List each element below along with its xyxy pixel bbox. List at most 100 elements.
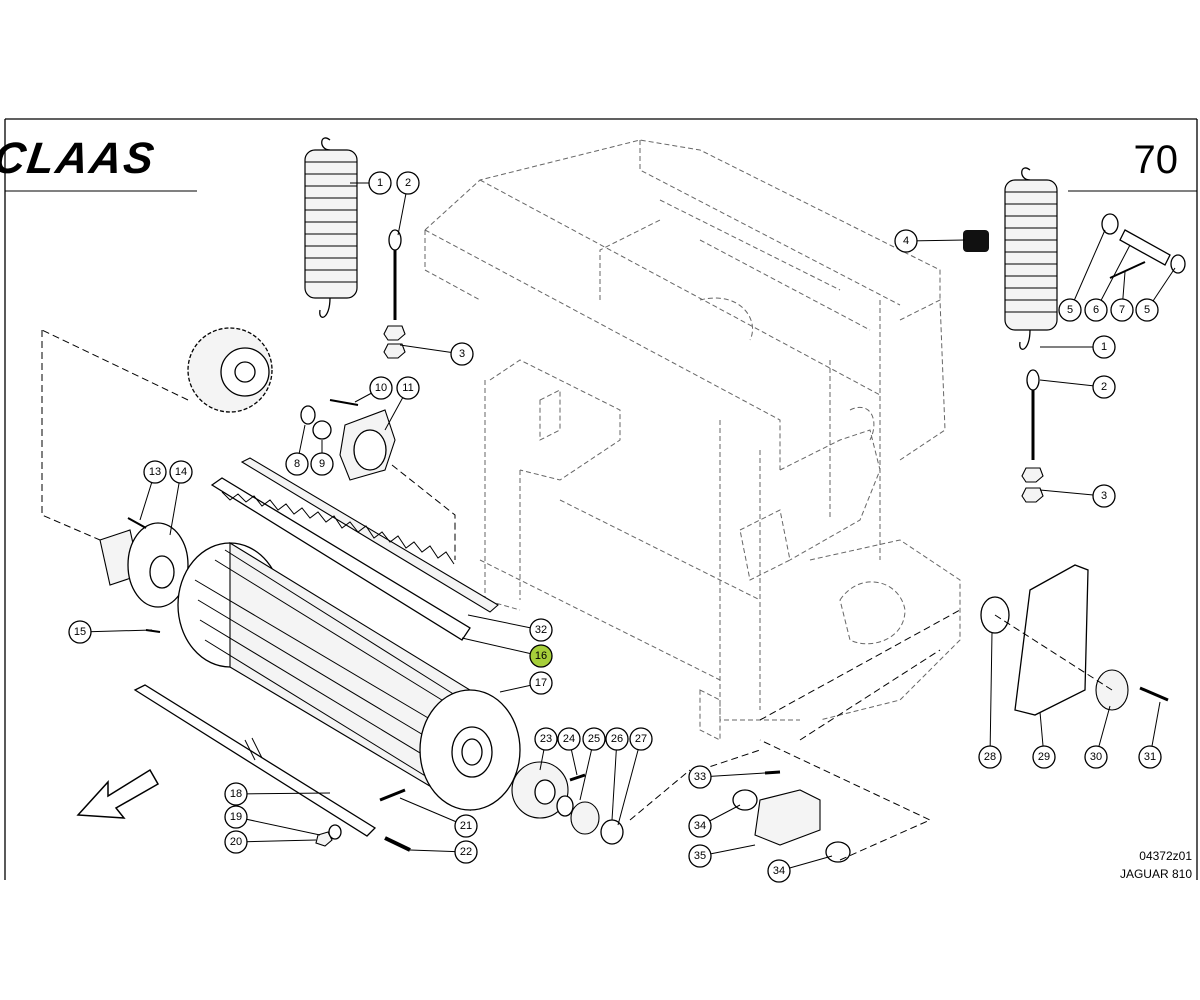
callout-8[interactable]: 8 <box>285 452 309 476</box>
eyebolt-left <box>383 229 406 359</box>
callout-circle <box>978 745 1002 769</box>
callout-32[interactable]: 32 <box>529 618 553 642</box>
callout-circle <box>629 727 653 751</box>
callout-13[interactable]: 13 <box>143 460 167 484</box>
callout-23[interactable]: 23 <box>534 727 558 751</box>
assembly-lines <box>41 329 1113 861</box>
callout-20[interactable]: 20 <box>224 830 248 854</box>
callout-number: 17 <box>535 677 547 689</box>
callout-number: 28 <box>984 751 996 763</box>
callout-number: 27 <box>635 733 647 745</box>
callout-number: 22 <box>460 846 472 858</box>
callout-26[interactable]: 26 <box>605 727 629 751</box>
callout-24[interactable]: 24 <box>557 727 581 751</box>
callout-circle <box>1110 298 1134 322</box>
callout-circle <box>767 859 791 883</box>
callout-3[interactable]: 3 <box>1092 484 1116 508</box>
callout-circle <box>688 765 712 789</box>
callout-number: 26 <box>611 733 623 745</box>
leader-line-16 <box>461 637 542 657</box>
callout-33[interactable]: 33 <box>688 765 712 789</box>
callout-circle <box>368 171 392 195</box>
callout-21[interactable]: 21 <box>454 814 478 838</box>
callout-27[interactable]: 27 <box>629 727 653 751</box>
callout-circle <box>224 830 248 854</box>
callout-2[interactable]: 2 <box>396 171 420 195</box>
callout-6[interactable]: 6 <box>1084 298 1108 322</box>
leader-line-5 <box>1069 229 1106 311</box>
hub-flange <box>99 517 189 633</box>
callout-number: 33 <box>694 771 706 783</box>
callout-30[interactable]: 30 <box>1084 745 1108 769</box>
callout-number: 23 <box>540 733 552 745</box>
callout-5[interactable]: 5 <box>1135 298 1159 322</box>
callout-number: 5 <box>1144 304 1150 316</box>
callout-10[interactable]: 10 <box>369 376 393 400</box>
callout-14[interactable]: 14 <box>169 460 193 484</box>
callout-number: 16 <box>535 650 547 662</box>
callout-35[interactable]: 35 <box>688 844 712 868</box>
callout-circle <box>582 727 606 751</box>
direction-arrow-icon <box>76 768 160 819</box>
callout-circle <box>1084 298 1108 322</box>
callout-circle <box>688 814 712 838</box>
callout-5[interactable]: 5 <box>1058 298 1082 322</box>
callout-18[interactable]: 18 <box>224 782 248 806</box>
callout-number: 34 <box>694 820 706 832</box>
callout-19[interactable]: 19 <box>224 805 248 829</box>
callout-number: 10 <box>375 382 387 394</box>
callout-circle <box>688 844 712 868</box>
callout-31[interactable]: 31 <box>1138 745 1162 769</box>
drum-shaft <box>133 684 411 852</box>
callout-circle <box>450 342 474 366</box>
leader-line-28 <box>989 631 993 758</box>
leader-line-6 <box>1095 244 1131 311</box>
callout-3[interactable]: 3 <box>450 342 474 366</box>
callout-circle <box>1032 745 1056 769</box>
callout-number: 34 <box>773 865 785 877</box>
callout-circle <box>529 618 553 642</box>
callout-number: 15 <box>74 626 86 638</box>
callout-circle <box>557 727 581 751</box>
callout-number: 6 <box>1093 304 1099 316</box>
callout-number: 35 <box>694 850 706 862</box>
callout-circle <box>169 460 193 484</box>
knife-bars <box>210 457 499 641</box>
callout-circle <box>1092 375 1116 399</box>
callout-circle <box>68 620 92 644</box>
callout-9[interactable]: 9 <box>310 452 334 476</box>
brand-logo: CLAAS <box>0 134 159 183</box>
callout-34[interactable]: 34 <box>767 859 791 883</box>
callout-11[interactable]: 11 <box>396 376 420 400</box>
callout-number: 9 <box>319 458 325 470</box>
callout-1[interactable]: 1 <box>1092 335 1116 359</box>
callout-number: 11 <box>402 382 413 394</box>
callout-number: 29 <box>1038 751 1050 763</box>
callout-circle <box>1138 745 1162 769</box>
callout-29[interactable]: 29 <box>1032 745 1056 769</box>
callout-number: 4 <box>903 235 909 247</box>
eyebolt-right <box>1021 369 1044 503</box>
callout-16-highlighted[interactable]: 16 <box>529 644 553 668</box>
callout-1[interactable]: 1 <box>368 171 392 195</box>
callout-number: 13 <box>149 466 161 478</box>
callout-17[interactable]: 17 <box>529 671 553 695</box>
leader-line-21 <box>399 797 467 827</box>
callout-2[interactable]: 2 <box>1092 375 1116 399</box>
callout-34[interactable]: 34 <box>688 814 712 838</box>
callout-25[interactable]: 25 <box>582 727 606 751</box>
support-bracket <box>732 770 851 863</box>
callout-number: 30 <box>1090 751 1102 763</box>
callout-15[interactable]: 15 <box>68 620 92 644</box>
callout-circle <box>529 671 553 695</box>
callout-circle <box>529 644 553 668</box>
drawing-number: 04372z01 <box>1139 849 1192 863</box>
callout-28[interactable]: 28 <box>978 745 1002 769</box>
callout-4[interactable]: 4 <box>894 229 918 253</box>
bearing-stack <box>511 761 624 845</box>
leader-line-18 <box>235 792 331 795</box>
drive-gear <box>187 327 332 440</box>
callout-7[interactable]: 7 <box>1110 298 1134 322</box>
callout-22[interactable]: 22 <box>454 840 478 864</box>
pin-and-washers <box>963 213 1186 279</box>
